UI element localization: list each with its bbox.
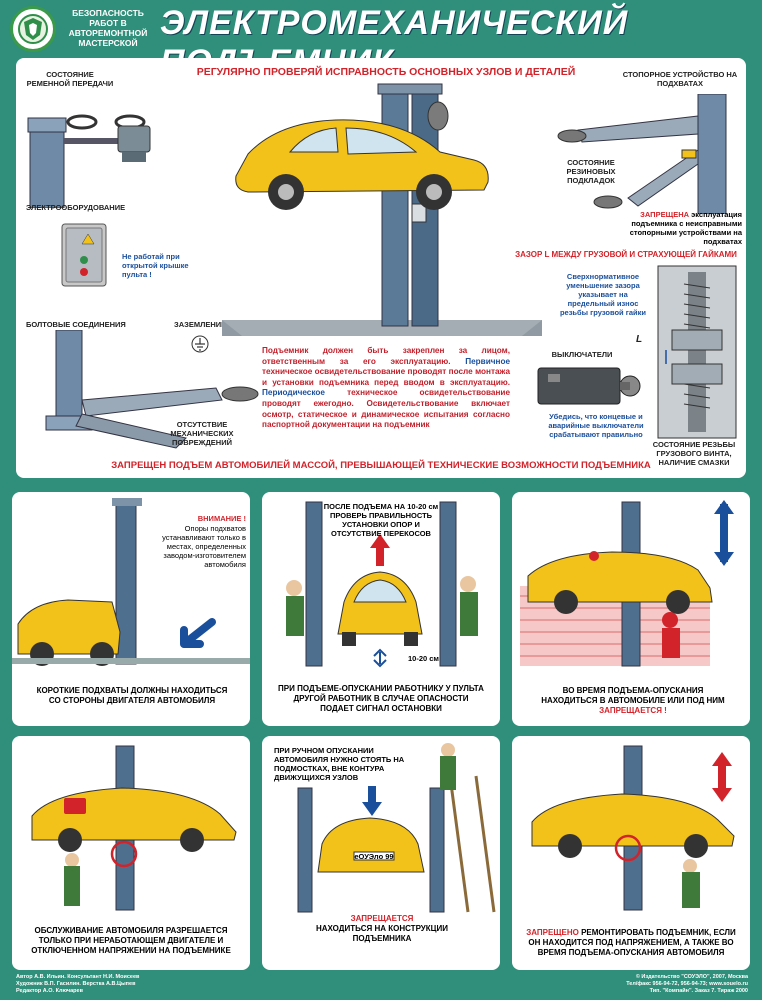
- panel-caption-red: ЗАПРЕЩАЕТСЯ: [350, 914, 414, 923]
- control-panel-illustration: [61, 223, 107, 287]
- lift-front-illustration: [286, 501, 478, 668]
- engine-off-illustration: [31, 745, 237, 911]
- footer-line: Автор А.В. Ильин. Консультант Н.И. Моисе…: [16, 974, 140, 980]
- lift-person-illustration: [520, 500, 734, 667]
- rubber-label: СОСТОЯНИЕ РЕЗИНОВЫХ ПОДКЛАДОК: [566, 158, 616, 185]
- panel-signal: ПОСЛЕ ПОДЪЕМА НА 10-20 см ПРОВЕРЬ ПРАВИЛ…: [262, 492, 500, 726]
- lift-check-note: ПОСЛЕ ПОДЪЕМА НА 10-20 см ПРОВЕРЬ ПРАВИЛ…: [323, 502, 439, 538]
- panel-caption: НАХОДИТЬСЯ НА КОНСТРУКЦИИ ПОДЪЕМНИКА: [316, 924, 448, 943]
- stopper-label: СТОПОРНОЕ УСТРОЙСТВО НА ПОДХВАТАХ: [622, 70, 738, 88]
- panel-manual-lowering: ПРИ РУЧНОМ ОПУСКАНИИ АВТОМОБИЛЯ НУЖНО СТ…: [262, 736, 500, 970]
- panel-caption-red: ЗАПРЕЩЕНО: [526, 928, 579, 937]
- para-3: техническое освидетельствование проводят…: [262, 367, 510, 387]
- panel-no-person: ВО ВРЕМЯ ПОДЪЕМА-ОПУСКАНИЯ НАХОДИТЬСЯ В …: [512, 492, 750, 726]
- panel-engine-off: ОБСЛУЖИВАНИЕ АВТОМОБИЛЯ РАЗРЕШАЕТСЯ ТОЛЬ…: [12, 736, 250, 970]
- pillar-base-illustration: [45, 330, 259, 449]
- repair-illustration: [531, 745, 735, 911]
- stopper-forbidden-text: эксплуатация подъемника с неисправными с…: [629, 210, 742, 246]
- manual-lowering-note: ПРИ РУЧНОМ ОПУСКАНИИ АВТОМОБИЛЯ НУЖНО СТ…: [274, 746, 405, 782]
- logo-label: БЕЗОПАСНОСТЬ РАБОТ В АВТОРЕМОНТНОЙ МАСТЕ…: [68, 8, 148, 48]
- panel-short-arms: ВНИМАНИЕ ! Опоры подхватов устанавливают…: [12, 492, 250, 726]
- panel-caption: КОРОТКИЕ ПОДХВАТЫ ДОЛЖНЫ НАХОДИТЬСЯ СО С…: [36, 686, 228, 705]
- lift-height-mark: 10-20 см: [408, 654, 439, 663]
- footer-line: © Издательство "СОУЭЛО", 2007, Москва: [635, 974, 748, 980]
- stopper-forbidden: ЗАПРЕЩЕНА эксплуатация подъемника с неис…: [612, 210, 742, 246]
- note-attention: ВНИМАНИЕ !: [197, 514, 246, 523]
- panel-repair-forbidden: ЗАПРЕЩЕНО РЕМОНТИРОВАТЬ ПОДЪЕМНИК, ЕСЛИ …: [512, 736, 750, 970]
- switch-illustration: [537, 367, 641, 405]
- inspection-text: Подъемник должен быть закреплен за лицом…: [262, 346, 510, 431]
- para-1: Подъемник должен быть закреплен за лицом…: [262, 346, 510, 366]
- footer-line: Художник В.П. Гасилин. Верстка А.В.Цыпев: [16, 981, 136, 987]
- para-4: Периодическое: [262, 388, 325, 398]
- gap-l-mark: L: [636, 334, 643, 345]
- bolts-label: БОЛТОВЫЕ СОЕДИНЕНИЯ: [26, 320, 126, 329]
- para-2: Первичное: [465, 356, 510, 366]
- footer-line: Редактор А.О. Ключарев: [16, 988, 83, 994]
- car-plate: еОУЭло 99: [354, 852, 394, 861]
- switches-note: Убедись, что концевые и аварийные выключ…: [548, 412, 644, 439]
- lift-illustration: [12, 498, 250, 666]
- panel-caption-text: РЕМОНТИРОВАТЬ ПОДЪЕМНИК, ЕСЛИ ОН НАХОДИТ…: [528, 928, 736, 957]
- stopper-illustration: [557, 94, 727, 214]
- panel-caption-red: ЗАПРЕЩАЕТСЯ !: [599, 706, 667, 715]
- logo: [10, 6, 56, 52]
- panel-caption: ОБСЛУЖИВАНИЕ АВТОМОБИЛЯ РАЗРЕШАЕТСЯ ТОЛЬ…: [31, 926, 231, 955]
- capacity-warning: ЗАПРЕЩЕН ПОДЪЕМ АВТОМОБИЛЕЙ МАССОЙ, ПРЕВ…: [111, 460, 651, 471]
- lift-main-illustration: [222, 83, 542, 336]
- belt-label: СОСТОЯНИЕ РЕМЕННОЙ ПЕРЕДАЧИ: [26, 70, 114, 88]
- screw-label: СОСТОЯНИЕ РЕЗЬБЫ ГРУЗОВОГО ВИНТА, НАЛИЧИ…: [652, 440, 736, 467]
- panel-caption: ЗАПРЕЩЕНО РЕМОНТИРОВАТЬ ПОДЪЕМНИК, ЕСЛИ …: [520, 928, 742, 958]
- shield-icon: [18, 14, 48, 44]
- footer-line: Тел/факс 956-94-72, 956-94-73; www.souel…: [626, 981, 748, 987]
- footer-line: Тип. "Компайн". Заказ 7. Тираж 2000: [649, 988, 748, 994]
- para-6: Освидетельствование включает осмотр, ста…: [262, 398, 511, 430]
- gap-note: Сверхнормативное уменьшение зазора указы…: [559, 272, 647, 317]
- stopper-forbidden-red: ЗАПРЕЩЕНА: [640, 210, 690, 219]
- ground-icon: [191, 335, 209, 353]
- panel-caption: ВО ВРЕМЯ ПОДЪЕМА-ОПУСКАНИЯ НАХОДИТЬСЯ В …: [541, 686, 725, 705]
- para-5: техническое освидетельствование проводят…: [262, 388, 511, 408]
- damage-label: ОТСУТСТВИЕ МЕХАНИЧЕСКИХ ПОВРЕЖДЕНИЙ: [170, 420, 234, 447]
- gap-label: ЗАЗОР L МЕЖДУ ГРУЗОВОЙ И СТРАХУЮЩЕЙ ГАЙК…: [515, 250, 737, 259]
- inspection-heading: РЕГУЛЯРНО ПРОВЕРЯЙ ИСПРАВНОСТЬ ОСНОВНЫХ …: [196, 66, 576, 78]
- ground-label: ЗАЗЕМЛЕНИЕ: [174, 320, 227, 329]
- panel-caption: ПРИ ПОДЪЕМЕ-ОПУСКАНИИ РАБОТНИКУ У ПУЛЬТА…: [278, 684, 484, 713]
- footer-publisher: © Издательство "СОУЭЛО", 2007, Москва Те…: [596, 974, 748, 995]
- manual-lowering-illustration: [297, 743, 496, 913]
- footer-credits: Автор А.В. Ильин. Консультант Н.И. Моисе…: [16, 974, 139, 995]
- note-text: Опоры подхватов устанавливают только в м…: [162, 524, 246, 569]
- screw-illustration: [657, 265, 737, 439]
- electro-label: ЭЛЕКТРООБОРУДОВАНИЕ: [26, 203, 126, 212]
- belt-drive-illustration: [27, 114, 151, 208]
- lid-warning: Не работай при открытой крышке пульта !: [122, 252, 189, 279]
- inspection-panel: РЕГУЛЯРНО ПРОВЕРЯЙ ИСПРАВНОСТЬ ОСНОВНЫХ …: [16, 58, 746, 478]
- switches-label: ВЫКЛЮЧАТЕЛИ: [551, 350, 613, 359]
